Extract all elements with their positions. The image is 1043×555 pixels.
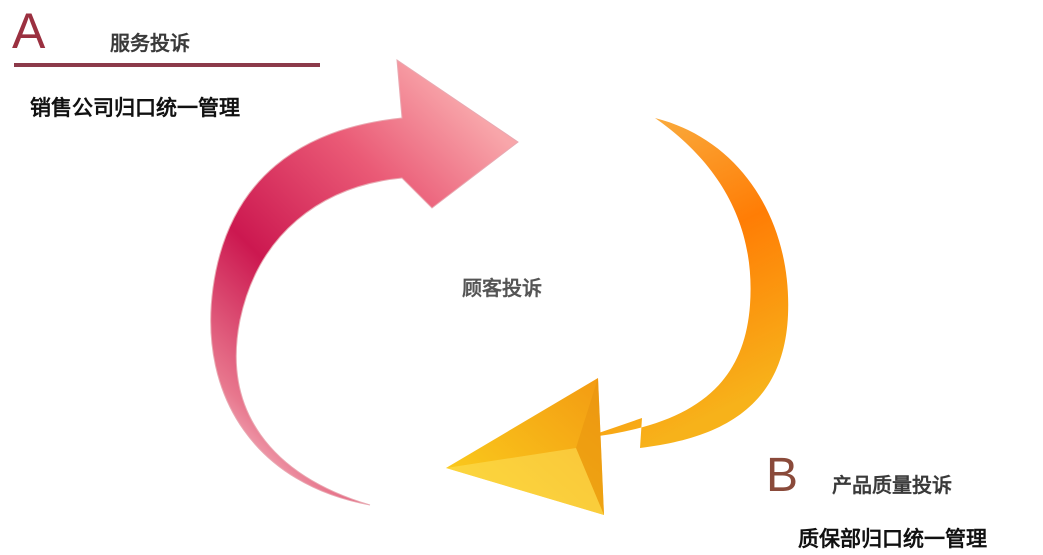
section-b-letter: B [766,449,799,502]
section-b-title: 产品质量投诉 [832,473,952,497]
section-b-description: 质保部归口统一管理 [798,527,987,551]
section-a-title: 服务投诉 [110,31,190,55]
section-a-letter: A [12,3,46,59]
section-a-divider [14,63,320,67]
pink-curved-arrow-icon [210,58,519,506]
center-label: 顾客投诉 [462,276,542,300]
section-a-description: 销售公司归口统一管理 [30,96,240,120]
orange-curved-arrow-icon [446,118,789,515]
